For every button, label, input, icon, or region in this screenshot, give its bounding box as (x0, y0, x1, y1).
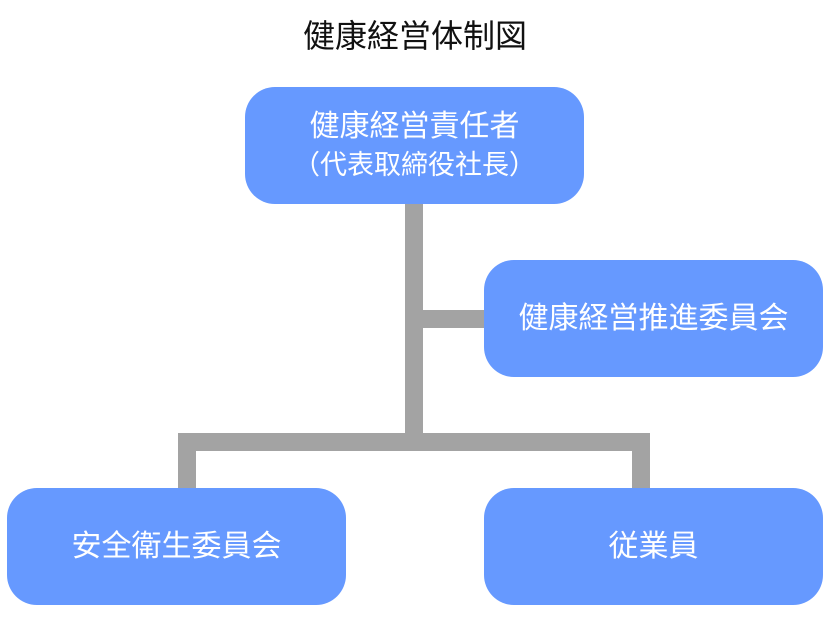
node-label: 安全衛生委員会 (71, 528, 282, 564)
diagram-title: 健康経営体制図 (302, 17, 527, 55)
connector-committee-branch (405, 310, 485, 328)
node-label: 健康経営責任者 (309, 108, 520, 144)
connector-right-drop (632, 433, 650, 489)
node-sublabel: （代表取締役社長） (293, 149, 536, 181)
node-health-management-officer: 健康経営責任者 （代表取締役社長） (245, 87, 584, 204)
node-label: 健康経営推進委員会 (518, 300, 789, 336)
node-employees: 従業員 (484, 488, 823, 605)
node-safety-health-committee: 安全衛生委員会 (7, 488, 346, 605)
node-promotion-committee: 健康経営推進委員会 (484, 260, 823, 377)
connector-bottom-horizontal (178, 433, 650, 451)
node-label: 従業員 (608, 528, 699, 564)
connector-left-drop (178, 433, 196, 489)
